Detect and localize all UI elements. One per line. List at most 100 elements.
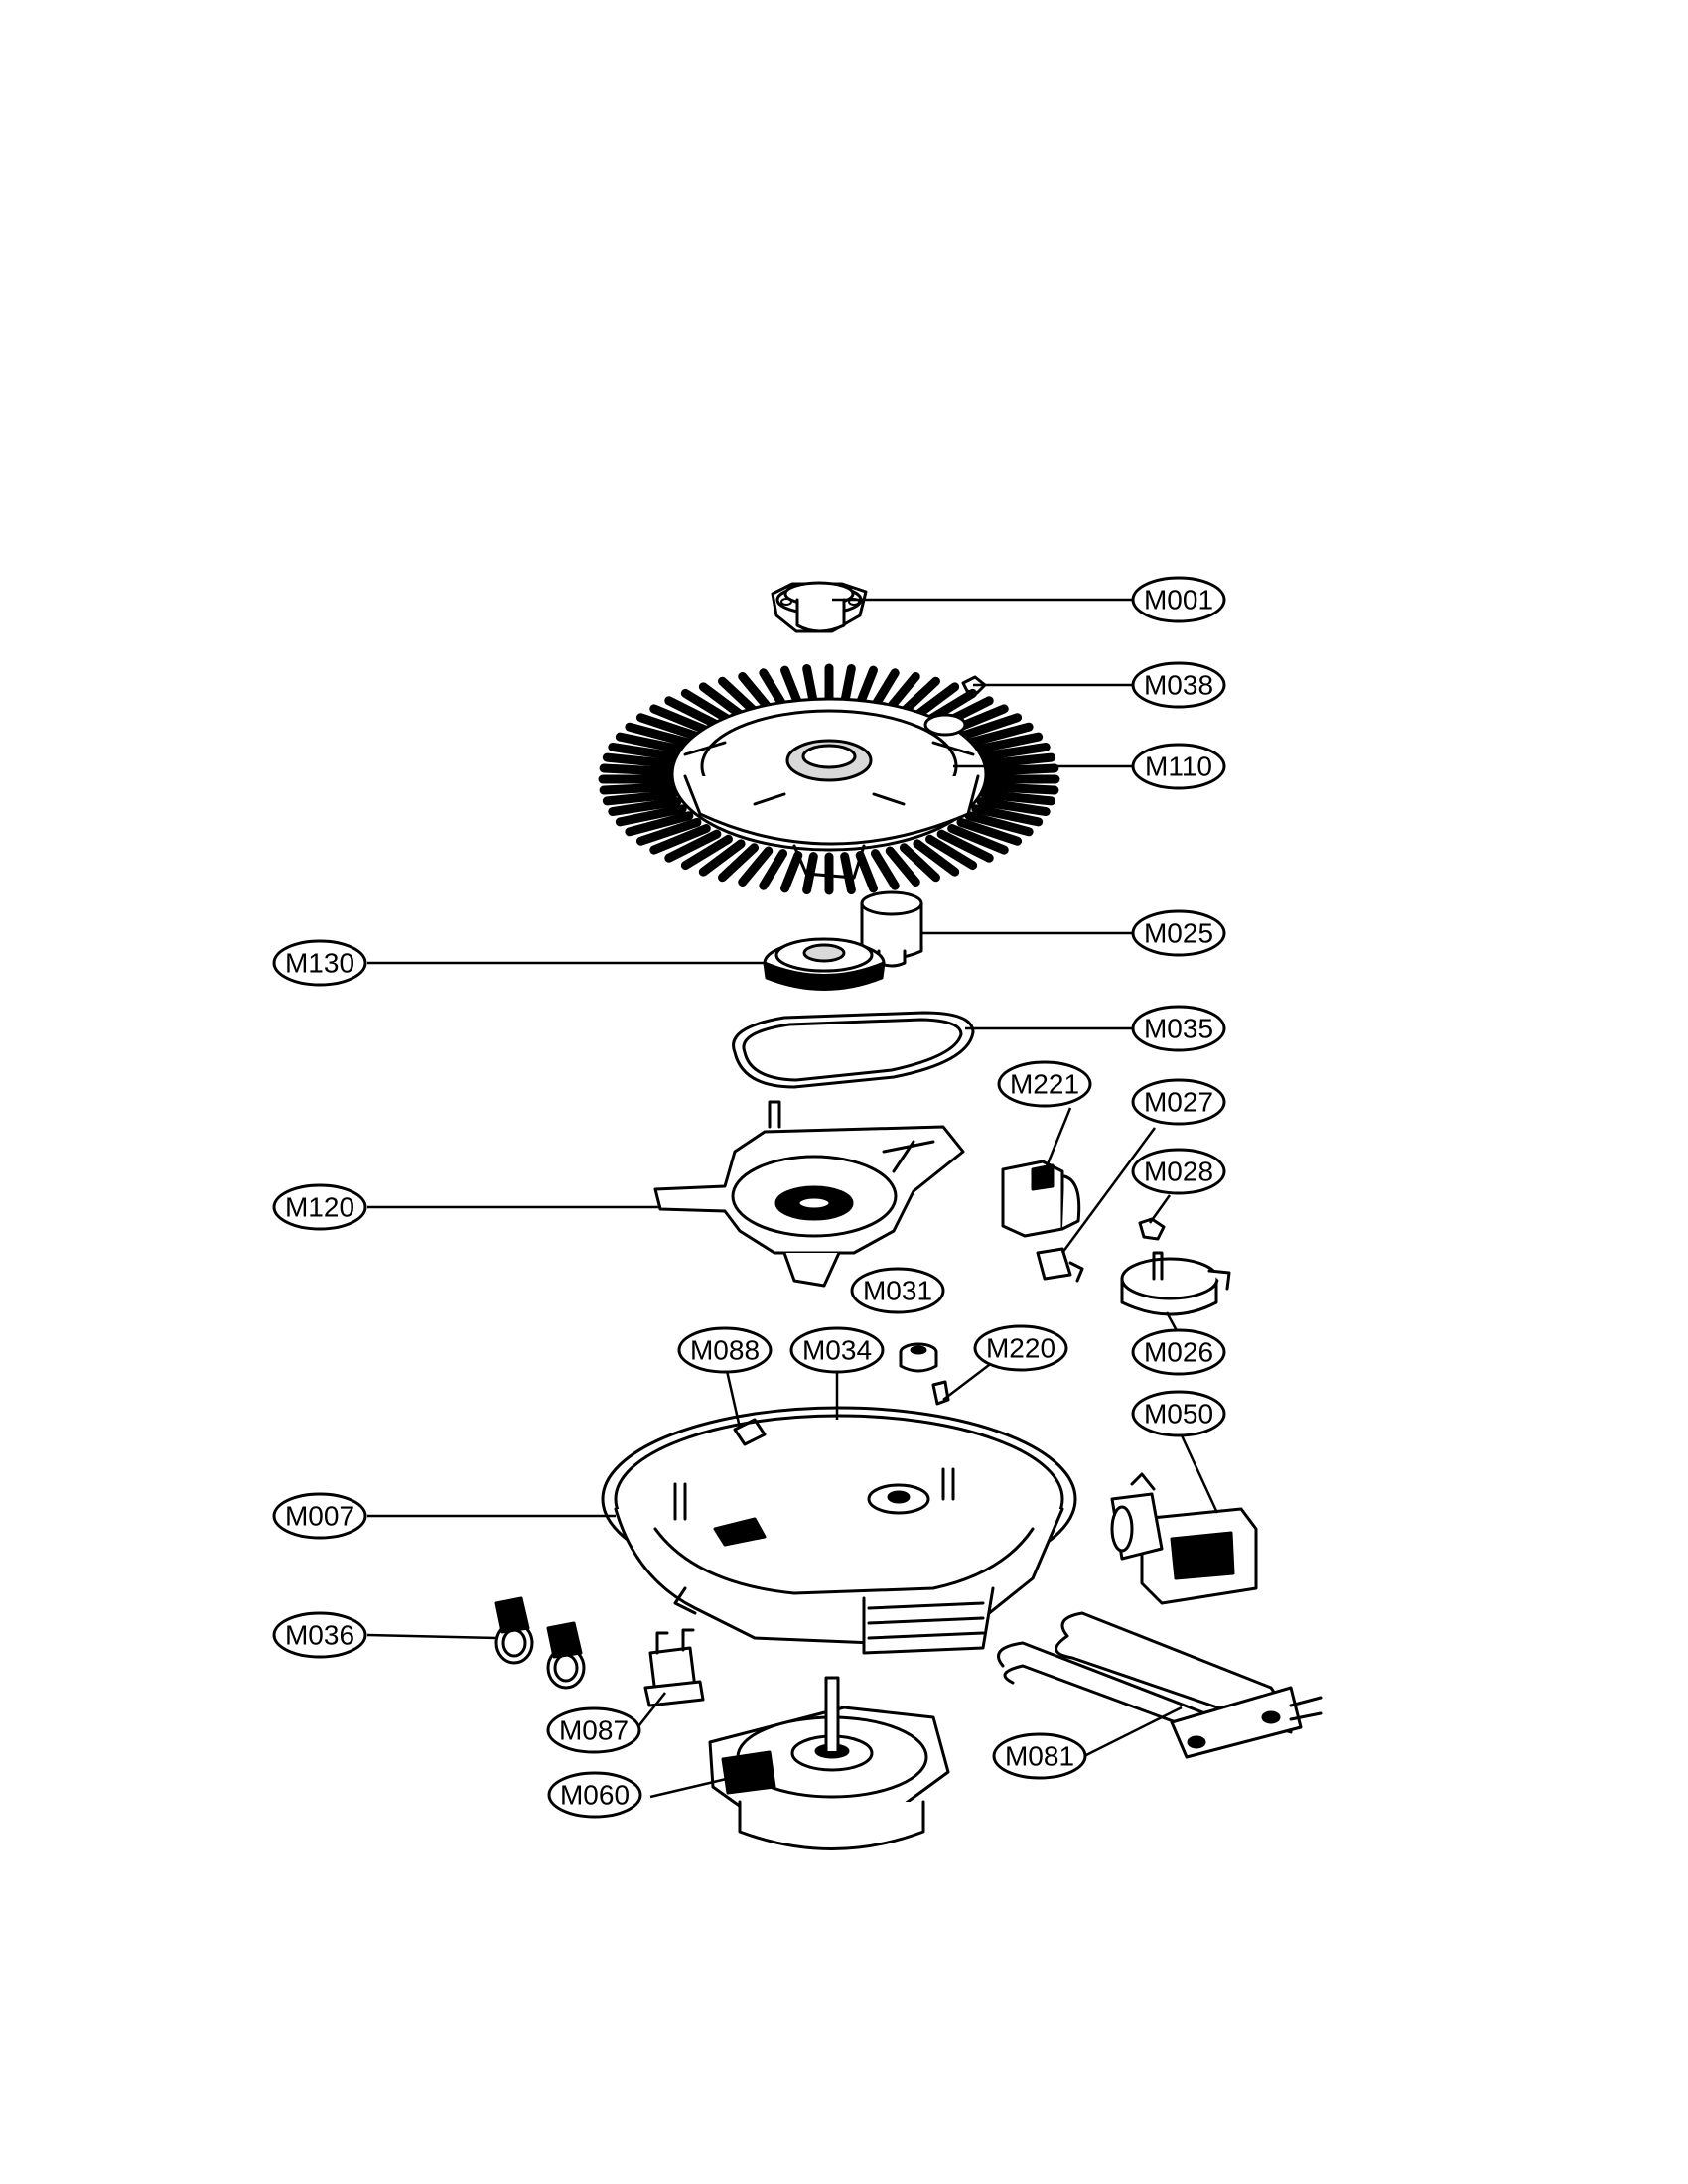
filter-fin bbox=[625, 811, 694, 837]
filter-fin bbox=[602, 752, 678, 769]
filter-fin bbox=[664, 829, 722, 863]
svg-text:M007: M007 bbox=[285, 1501, 354, 1532]
part-m221-bracket bbox=[1001, 1160, 1081, 1238]
callout-m110: M110 bbox=[1131, 743, 1226, 790]
svg-text:M038: M038 bbox=[1144, 670, 1213, 701]
callout-m087: M087 bbox=[546, 1706, 641, 1754]
filter-fin bbox=[885, 846, 920, 887]
filter-fin bbox=[759, 849, 788, 890]
filter-fin bbox=[718, 843, 760, 883]
filter-fin bbox=[738, 846, 774, 887]
filter-fin bbox=[649, 704, 711, 736]
callout-m060: M060 bbox=[547, 1771, 642, 1819]
filter-fin bbox=[680, 834, 733, 871]
svg-text:M130: M130 bbox=[285, 948, 354, 979]
part-m036-hose-clamps bbox=[494, 1596, 586, 1690]
svg-text:M220: M220 bbox=[986, 1333, 1055, 1364]
filter-fin bbox=[602, 789, 678, 806]
filter-fin bbox=[870, 668, 900, 710]
part-m060-wash-motor bbox=[708, 1676, 950, 1850]
part-m007-sump-basin bbox=[601, 1406, 1077, 1655]
filter-fin bbox=[599, 763, 676, 776]
filter-fin bbox=[780, 665, 803, 708]
filter-fin bbox=[802, 664, 818, 707]
filter-fin bbox=[976, 742, 1051, 761]
leader-m027 bbox=[1060, 1127, 1157, 1254]
leader-m050 bbox=[1180, 1434, 1219, 1514]
svg-text:M027: M027 bbox=[1144, 1087, 1213, 1118]
filter-fin bbox=[608, 742, 682, 761]
svg-text:M110: M110 bbox=[1145, 751, 1212, 782]
callout-m034: M034 bbox=[789, 1326, 885, 1374]
svg-text:M120: M120 bbox=[285, 1192, 354, 1223]
part-m027-sensor bbox=[1036, 1247, 1084, 1283]
svg-text:M221: M221 bbox=[1010, 1069, 1079, 1100]
filter-fin bbox=[982, 782, 1059, 795]
svg-text:M036: M036 bbox=[285, 1620, 354, 1651]
callout-m220: M220 bbox=[973, 1324, 1068, 1372]
filter-fin bbox=[698, 839, 746, 877]
callout-m007: M007 bbox=[272, 1492, 367, 1540]
filter-fin bbox=[840, 852, 856, 894]
filter-fin bbox=[885, 672, 920, 713]
leader-m060 bbox=[649, 1775, 736, 1799]
filter-fin bbox=[913, 682, 960, 720]
svg-text:M050: M050 bbox=[1144, 1399, 1213, 1430]
svg-text:M034: M034 bbox=[802, 1335, 872, 1366]
part-m220-switch bbox=[931, 1380, 950, 1406]
filter-fin bbox=[899, 843, 940, 883]
filter-fin bbox=[971, 732, 1044, 754]
filter-fin bbox=[615, 732, 687, 754]
filter-fin bbox=[964, 722, 1034, 748]
svg-text:M060: M060 bbox=[560, 1780, 630, 1811]
callout-m050: M050 bbox=[1131, 1390, 1226, 1437]
part-m050-drain-pump bbox=[1110, 1472, 1258, 1605]
leader-m036 bbox=[366, 1633, 497, 1640]
svg-text:M088: M088 bbox=[690, 1335, 760, 1366]
callout-m035: M035 bbox=[1131, 1005, 1226, 1052]
callout-m081: M081 bbox=[992, 1732, 1087, 1780]
svg-text:M028: M028 bbox=[1144, 1157, 1213, 1187]
filter-fin bbox=[964, 811, 1034, 837]
filter-fin bbox=[855, 851, 878, 893]
svg-text:M031: M031 bbox=[863, 1276, 932, 1306]
filter-fin bbox=[780, 851, 803, 893]
part-m110-filter-assembly bbox=[598, 663, 1060, 895]
part-m130-impeller bbox=[763, 937, 886, 991]
part-m026-actuator bbox=[1120, 1251, 1231, 1316]
leader-m221 bbox=[1043, 1107, 1072, 1172]
filter-fin bbox=[956, 713, 1023, 742]
callout-m221: M221 bbox=[997, 1060, 1092, 1108]
filter-fin bbox=[855, 665, 878, 708]
leader-m087 bbox=[634, 1692, 666, 1731]
part-m081-heater-element bbox=[997, 1611, 1323, 1759]
leader-lines bbox=[366, 598, 1219, 1799]
callout-m025: M025 bbox=[1131, 909, 1226, 957]
callouts: M001 M038 M110 M025 M130 M035 M221 M027 bbox=[272, 576, 1226, 1819]
filter-fin bbox=[936, 829, 994, 863]
callout-m027: M027 bbox=[1131, 1078, 1226, 1126]
filter-fin bbox=[759, 668, 788, 710]
part-m120-pump-housing bbox=[653, 1100, 965, 1288]
filter-fin bbox=[608, 797, 682, 817]
filter-fin bbox=[649, 823, 711, 855]
filter-fin bbox=[956, 817, 1023, 846]
filter-fin bbox=[899, 676, 940, 716]
filter-fin bbox=[976, 797, 1051, 817]
filter-fin bbox=[635, 817, 702, 846]
filter-fin bbox=[738, 672, 774, 713]
filter-fin bbox=[625, 722, 694, 748]
filter-fin bbox=[718, 676, 760, 716]
part-m031-grommet bbox=[899, 1342, 938, 1373]
filter-fin bbox=[947, 823, 1009, 855]
part-m087-connector bbox=[643, 1628, 705, 1707]
leader-m028 bbox=[1148, 1194, 1172, 1224]
callout-m130: M130 bbox=[272, 939, 367, 987]
filter-fin bbox=[971, 804, 1044, 827]
callout-m120: M120 bbox=[272, 1183, 367, 1231]
callout-m038: M038 bbox=[1131, 661, 1226, 709]
callout-m001: M001 bbox=[1131, 576, 1226, 623]
svg-text:M001: M001 bbox=[1144, 585, 1213, 615]
svg-text:M035: M035 bbox=[1144, 1014, 1213, 1044]
